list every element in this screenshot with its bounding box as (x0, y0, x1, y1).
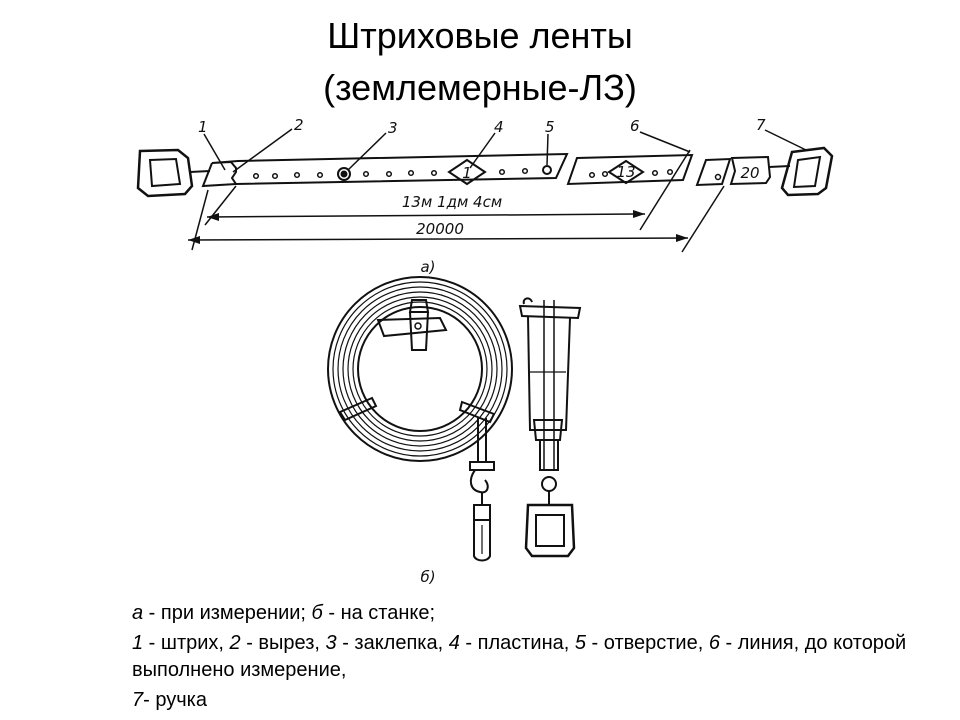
legend-n7: 7 (132, 689, 144, 711)
marker-plate: 1 (447, 158, 487, 186)
callout-4: 4 (494, 118, 504, 136)
total-dimension-line (187, 237, 689, 241)
callout-5: 5 (545, 118, 555, 136)
marker-plate-13-number: 13 (616, 163, 635, 181)
figure-b-caption: б) (420, 568, 435, 586)
tape-segment-middle (566, 153, 694, 186)
end-plate-number: 20 (740, 164, 759, 182)
dimension-lines (187, 149, 725, 253)
legend-t4: - пластина, (459, 632, 575, 654)
legend-t1: - штрих, (143, 632, 230, 654)
legend-n3: 3 (325, 632, 337, 654)
figure-a-caption: а) (420, 258, 435, 276)
end-plate (729, 155, 772, 186)
legend-a-label: а (132, 602, 144, 624)
legend-line-2: 1 - штрих, 2 - вырез, 3 - заклепка, 4 - … (132, 630, 912, 684)
legend-b-text: - на станке; (322, 602, 436, 624)
right-handle (780, 146, 834, 197)
legend-n5: 5 (574, 632, 586, 654)
callout-7: 7 (756, 116, 766, 134)
legend-b-label: б (311, 602, 323, 624)
marker-plate-13: 13 (607, 159, 645, 185)
slide-subtitle: (землемерные-ЛЗ) (323, 67, 637, 108)
tape-assembly: 1 13 20 (136, 146, 834, 198)
legend-n1: 1 (132, 632, 144, 654)
reel-side-view (518, 297, 582, 558)
legend-n2: 2 (229, 632, 241, 654)
dimension-partial-label: 13м 1дм 4см (402, 193, 502, 211)
legend-t3: - заклепка, (336, 632, 449, 654)
legend-t6: - линия, до которой выполнено измерение, (132, 632, 907, 681)
tape-holes (252, 167, 529, 180)
tape-diagram: 1 13 20 (136, 116, 834, 586)
callout-leaders (203, 128, 807, 173)
rivet (337, 167, 351, 181)
legend-a-text: - при измерении; (143, 602, 312, 624)
dimension-total-label: 20000 (416, 220, 464, 238)
callout-3: 3 (388, 119, 398, 137)
legend-t2: - вырез, (240, 632, 326, 654)
legend-line-3: 7- ручка (132, 687, 912, 714)
tape-segment-end (695, 157, 732, 187)
reel-front-view (327, 276, 513, 562)
hole (542, 165, 552, 175)
left-handle (136, 148, 211, 198)
tape-segment-main (211, 152, 569, 186)
callout-6: 6 (630, 117, 640, 135)
legend-t5: - отверстие, (586, 632, 709, 654)
legend-n4: 4 (448, 632, 460, 654)
marker-plate-number: 1 (462, 164, 472, 182)
legend-n6: 6 (708, 632, 720, 654)
legend-t7: - ручка (143, 689, 207, 711)
partial-dimension-line (206, 213, 646, 218)
slide-title: Штриховые ленты (327, 15, 633, 56)
legend-line-1: а - при измерении; б - на станке; (132, 600, 912, 627)
callout-2: 2 (294, 116, 304, 134)
callout-1: 1 (198, 118, 208, 136)
